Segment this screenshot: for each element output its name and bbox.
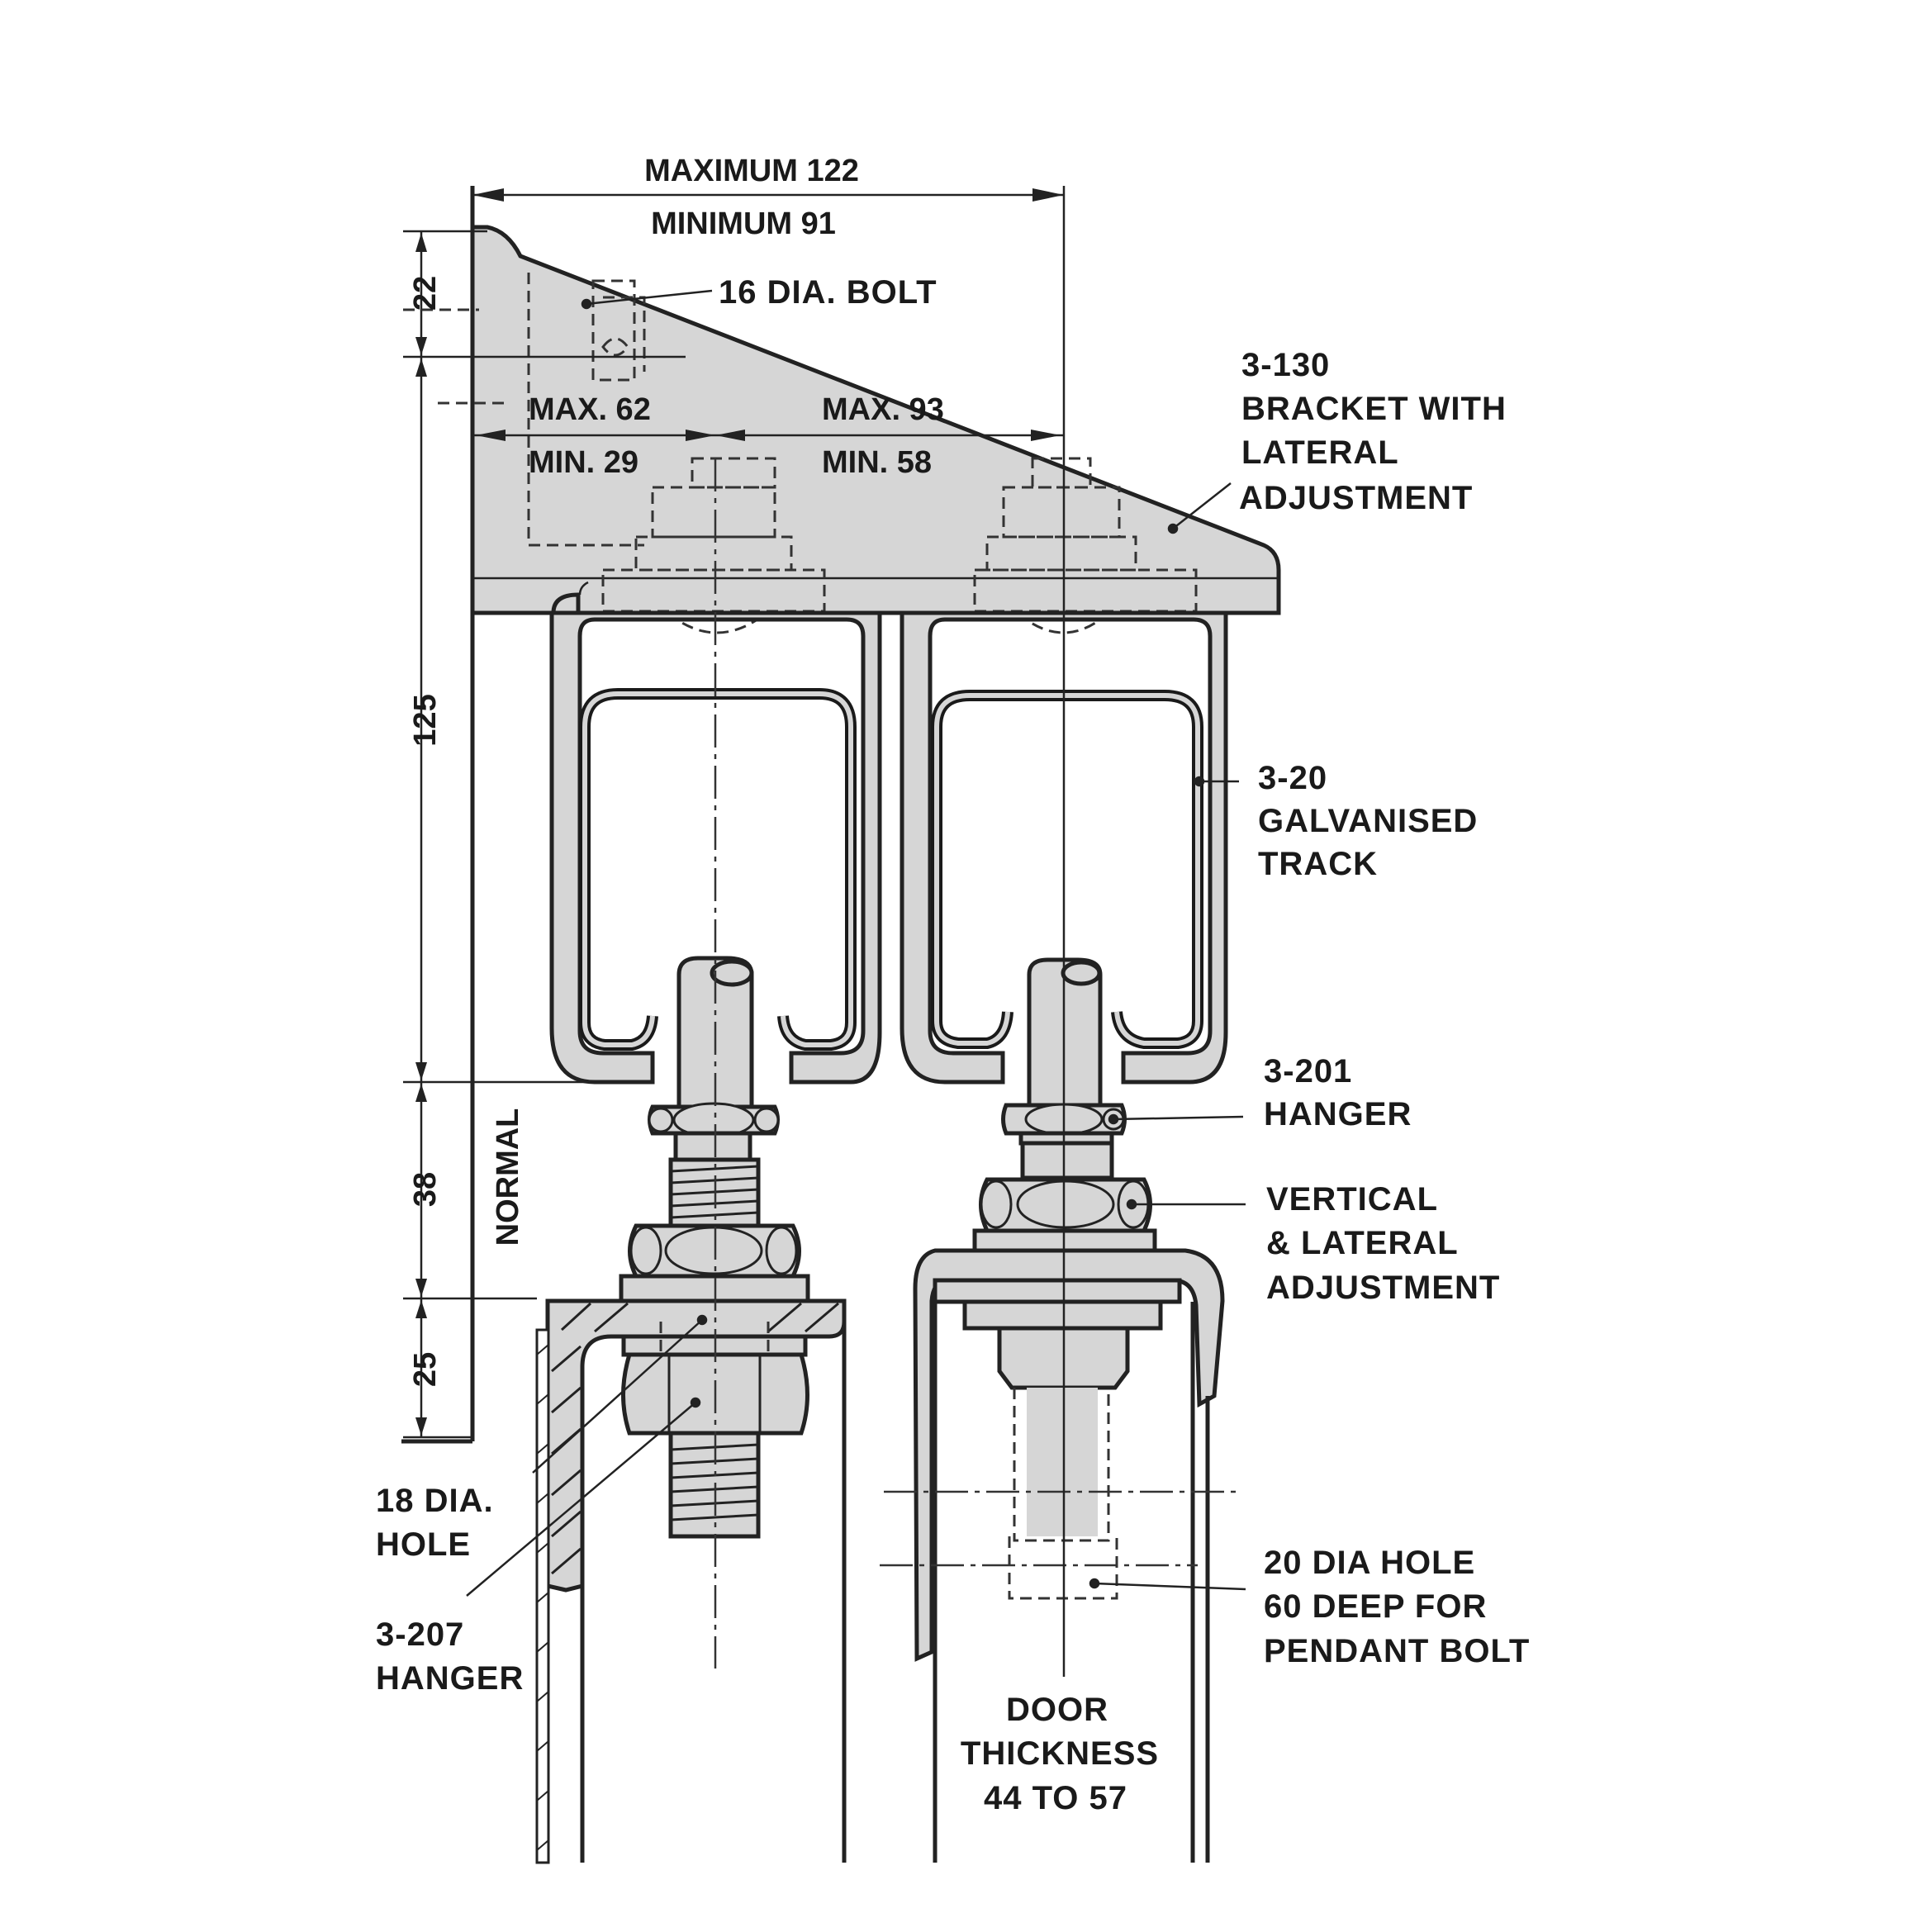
label-door-1: DOOR xyxy=(1006,1692,1108,1728)
label-bracket-3: LATERAL xyxy=(1241,434,1399,471)
dim-max-93: MAX. 93 xyxy=(822,392,944,427)
label-door-2: THICKNESS xyxy=(961,1735,1159,1772)
label-bracket-4: ADJUSTMENT xyxy=(1239,480,1473,516)
leader-lines xyxy=(466,289,1246,1597)
bracket-nut-right xyxy=(973,457,1198,634)
label-hole-20: 20 DIA HOLE 60 DEEP FOR PENDANT BOLT xyxy=(1264,1545,1530,1669)
dim-max-62: MAX. 62 xyxy=(529,392,651,427)
label-door-thickness: DOOR THICKNESS 44 TO 57 xyxy=(961,1692,1159,1816)
hanger-3-201 xyxy=(913,957,1225,1662)
label-hanger-207: 3-207 HANGER xyxy=(376,1616,524,1697)
bolt-16-hole xyxy=(496,279,686,382)
dim-25: 25 xyxy=(408,1352,443,1387)
dim-normal: NORMAL xyxy=(491,1108,525,1246)
dim-125: 125 xyxy=(408,694,443,746)
label-bolt: 16 DIA. BOLT xyxy=(719,274,938,311)
track-right xyxy=(900,610,1228,1085)
label-bracket-2: BRACKET WITH xyxy=(1241,391,1507,427)
label-hole-20-3: PENDANT BOLT xyxy=(1264,1633,1530,1669)
label-vertical-1: VERTICAL xyxy=(1266,1181,1438,1218)
door-left xyxy=(535,1301,847,1864)
label-hole-18-1: 18 DIA. xyxy=(376,1483,494,1519)
dimension-centers: MAX. 62 MIN. 29 MAX. 93 MIN. 58 xyxy=(472,392,1064,480)
dim-min-91: MINIMUM 91 xyxy=(651,206,836,241)
dimension-overall: MAXIMUM 122 MINIMUM 91 xyxy=(472,154,1064,241)
label-hole-18: 18 DIA. HOLE xyxy=(376,1483,494,1563)
label-track-1: 3-20 xyxy=(1258,760,1327,796)
dim-min-58: MIN. 58 xyxy=(822,445,932,480)
label-track-2: GALVANISED xyxy=(1258,803,1478,839)
dim-38: 38 xyxy=(408,1172,443,1207)
label-hole-18-2: HOLE xyxy=(376,1526,471,1563)
label-vertical-3: ADJUSTMENT xyxy=(1266,1270,1500,1306)
label-door-3: 44 TO 57 xyxy=(984,1780,1127,1816)
door-right xyxy=(880,1302,1239,1863)
label-vertical-adjustment: VERTICAL & LATERAL ADJUSTMENT xyxy=(1266,1181,1500,1306)
dim-min-29: MIN. 29 xyxy=(529,445,638,480)
label-vertical-2: & LATERAL xyxy=(1266,1225,1459,1261)
label-track: 3-20 GALVANISED TRACK xyxy=(1258,760,1478,882)
label-hanger-201-1: 3-201 xyxy=(1264,1053,1352,1089)
label-hole-20-2: 60 DEEP FOR xyxy=(1264,1588,1487,1625)
label-hole-20-1: 20 DIA HOLE xyxy=(1264,1545,1475,1581)
label-bracket-1: 3-130 xyxy=(1241,347,1330,383)
label-hanger-207-2: HANGER xyxy=(376,1660,524,1697)
dim-max-122: MAXIMUM 122 xyxy=(644,154,859,188)
label-hanger-207-1: 3-207 xyxy=(376,1616,464,1653)
dim-22: 22 xyxy=(408,276,443,311)
dimension-vertical: 22 125 38 25 NORMAL xyxy=(403,230,595,1439)
wall-mount xyxy=(401,186,475,1444)
label-hanger-201: 3-201 HANGER xyxy=(1264,1053,1412,1132)
label-bracket: 3-130 BRACKET WITH LATERAL ADJUSTMENT xyxy=(1239,347,1507,516)
label-hanger-201-2: HANGER xyxy=(1264,1096,1412,1132)
label-track-3: TRACK xyxy=(1258,846,1378,882)
